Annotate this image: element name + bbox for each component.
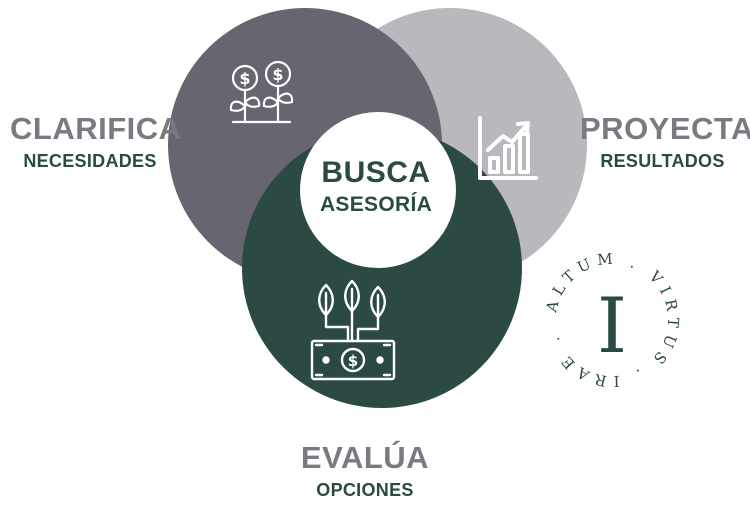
label-proyecta: PROYECTA RESULTADOS (580, 111, 750, 171)
growth-chart-icon (478, 116, 538, 180)
label-evalua: EVALÚA OPCIONES (285, 442, 445, 499)
label-evalua-subtitle: OPCIONES (316, 480, 414, 500)
svg-text:$: $ (348, 352, 358, 370)
label-evalua-title: EVALÚA (300, 440, 430, 475)
label-busca: BUSCA ASESORÍA (306, 156, 446, 216)
label-proyecta-subtitle: RESULTADOS (600, 151, 725, 171)
label-clarifica-subtitle: NECESIDADES (23, 151, 157, 171)
label-busca-title: BUSCA (321, 156, 431, 189)
seal: ALTUM . VIRTUS . IRAE . I (542, 249, 676, 390)
svg-text:$: $ (272, 65, 283, 84)
money-sprout-icon: $ (310, 279, 396, 381)
label-busca-subtitle: ASESORÍA (319, 193, 433, 216)
seal-letter: I (597, 281, 627, 370)
svg-text:$: $ (239, 69, 250, 88)
money-plants-icon: $ $ (229, 60, 294, 124)
label-clarifica-title: CLARIFICA (10, 111, 182, 146)
center-circle (300, 112, 456, 268)
label-proyecta-title: PROYECTA (580, 111, 750, 146)
label-clarifica: CLARIFICA NECESIDADES (10, 111, 182, 171)
